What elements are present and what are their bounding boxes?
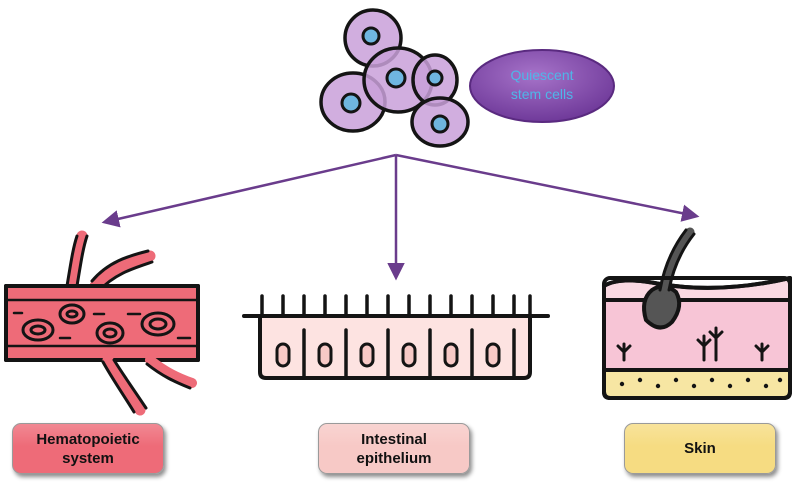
hematopoietic-label-line1: Hematopoietic	[36, 430, 140, 448]
stem-cell-cluster	[319, 8, 470, 148]
stem-cells-bubble	[469, 49, 615, 123]
blood-vessel-icon	[4, 230, 200, 416]
arrow-to-hematopoietic	[101, 153, 397, 228]
skin-label-line1: Skin	[684, 440, 716, 457]
stem-cell	[362, 46, 434, 114]
stem-cells-label-line2: stem cells	[510, 86, 574, 102]
intestinal-epithelium-icon	[242, 294, 550, 380]
skin-icon	[602, 227, 792, 400]
hematopoietic-system-label: Hematopoietic system	[12, 423, 164, 474]
intestinal-label-line1: Intestinal	[361, 430, 427, 448]
arrows	[101, 153, 700, 281]
arrow-to-skin	[395, 153, 700, 222]
intestinal-epithelium-label: Intestinal epithelium	[318, 423, 470, 474]
hematopoietic-label-line2: system	[62, 449, 114, 467]
intestinal-label-line2: epithelium	[356, 449, 432, 467]
stem-cells-label: Quiescent stem cells	[477, 66, 607, 104]
stem-cell	[410, 96, 470, 148]
stem-cells-label-line1: Quiescent	[510, 67, 574, 83]
skin-label: Skin	[624, 423, 776, 474]
stem-cell	[411, 53, 459, 107]
